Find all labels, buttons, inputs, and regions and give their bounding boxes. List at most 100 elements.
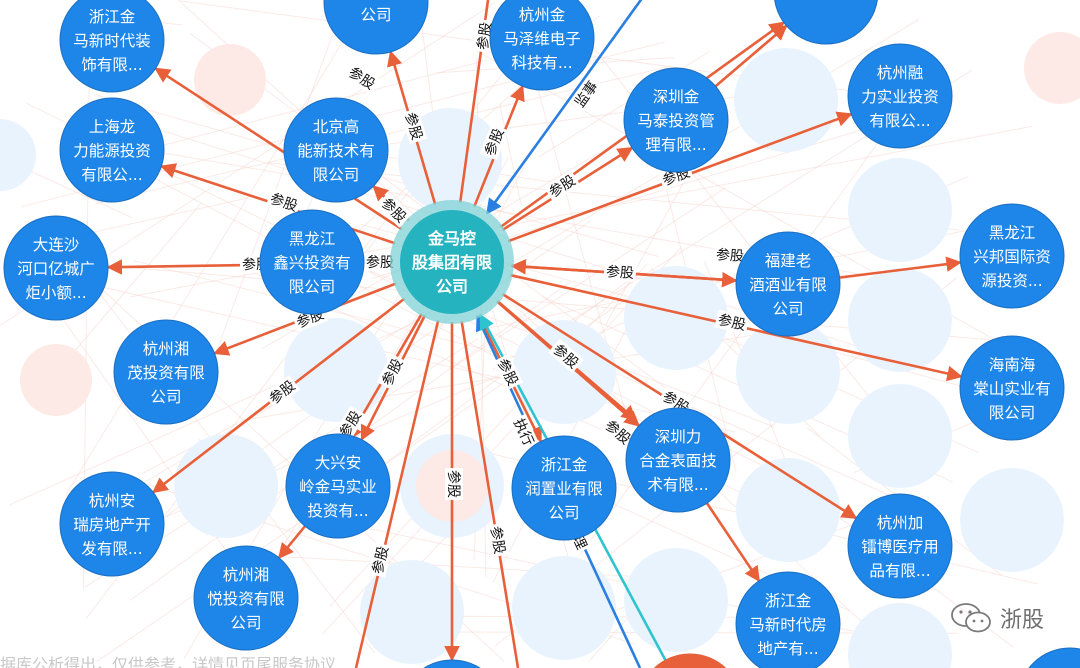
company-name-line: 大兴安 xyxy=(315,454,362,472)
company-name-line: 兴邦国际资 xyxy=(973,248,1051,266)
company-node[interactable]: 杭州融力实业投资有限公... xyxy=(847,43,953,149)
svg-text:参股: 参股 xyxy=(487,525,508,555)
company-name-line: 海南海 xyxy=(989,356,1036,374)
company-node[interactable]: 杭州金马泽维电子科技有... xyxy=(489,0,595,91)
company-node[interactable]: 浙江金马新时代装饰有限... xyxy=(59,0,165,93)
invest-edge xyxy=(839,256,962,279)
company-node[interactable]: 舞食品有限公司 xyxy=(323,0,429,55)
company-name-line: 能新技术有 xyxy=(297,142,375,160)
invest-edge xyxy=(154,67,403,231)
company-name-line: 杭州湘 xyxy=(223,566,270,584)
company-name-line: 限公司 xyxy=(313,166,360,184)
watermark: 浙股 xyxy=(950,602,1044,634)
invest-edge xyxy=(460,321,520,668)
invest-edge xyxy=(278,525,306,560)
edge-label: 监事 xyxy=(569,75,603,113)
company-name-line: 有限公... xyxy=(869,112,930,130)
faded-node xyxy=(848,603,952,668)
company-name-line: 马泰投资管 xyxy=(637,112,715,130)
company-node[interactable]: 有限公... xyxy=(774,0,878,45)
company-name-line: 大连沙 xyxy=(33,236,80,254)
company-name-line: 酒酒业有限 xyxy=(749,276,827,294)
faded-node xyxy=(848,384,952,488)
company-node[interactable]: 大兴安岭金马实业投资有... xyxy=(285,433,391,539)
edge-label: 参股 xyxy=(367,542,393,578)
faded-node xyxy=(624,266,728,370)
company-name-line: 公司 xyxy=(548,504,579,522)
company-name-line: 马新时代装 xyxy=(73,32,151,50)
faded-node xyxy=(624,548,728,652)
faded-node xyxy=(174,434,278,538)
company-node[interactable] xyxy=(1018,647,1080,668)
invest-edge xyxy=(714,24,788,88)
company-name-line: 炬小额... xyxy=(25,284,86,302)
company-name-line: 理有限... xyxy=(645,136,706,154)
svg-text:参股: 参股 xyxy=(369,545,392,576)
company-node[interactable]: 大连沙河口亿城广炬小额... xyxy=(3,215,109,321)
faded-node xyxy=(848,158,952,262)
edge-label: 参股 xyxy=(713,244,747,266)
company-name-line: 公司 xyxy=(360,6,391,24)
faded-node xyxy=(960,468,1064,572)
company-name-line: 北京高 xyxy=(313,118,360,136)
company-name-line: 浙江金 xyxy=(89,8,136,26)
edge-label: 参股 xyxy=(472,18,496,54)
wechat-icon xyxy=(951,603,991,633)
company-name-line: 公司 xyxy=(772,300,803,318)
faded-node xyxy=(284,318,388,422)
company-node[interactable]: 深圳金马泰投资管理有限... xyxy=(623,67,729,173)
svg-text:参股: 参股 xyxy=(366,254,394,271)
company-node[interactable]: 杭州安瑞房地产开发有限... xyxy=(59,471,165,577)
company-node[interactable]: 黑龙江兴邦国际资源投资... xyxy=(959,203,1065,309)
company-name-line: 发有限... xyxy=(81,540,142,558)
company-node[interactable] xyxy=(638,653,742,668)
center-company-name-line: 金马控 xyxy=(427,229,476,248)
company-node[interactable]: 上海龙力能源投资有限公... xyxy=(59,97,165,203)
nodes-layer: 浙江金马新时代装饰有限...舞食品有限公司杭州金马泽维电子科技有...有限公..… xyxy=(3,0,1080,668)
center-company-name-line: 公司 xyxy=(436,277,468,296)
company-node[interactable] xyxy=(400,659,504,668)
company-name-line: 公司 xyxy=(150,388,181,406)
edge-label: 参股 xyxy=(603,261,637,283)
company-name-line: 福建老 xyxy=(765,252,812,270)
company-name-line: 有限公... xyxy=(81,166,142,184)
company-name-line: 悦投资有限 xyxy=(207,590,285,608)
svg-text:参股: 参股 xyxy=(716,311,747,334)
faded-nodes-layer xyxy=(0,32,1080,668)
company-name-line: 河口亿城广 xyxy=(17,260,95,278)
company-node[interactable]: 杭州加镭博医疗用品有限... xyxy=(847,493,953,599)
company-name-line: 浙江金 xyxy=(541,456,588,474)
company-name-line: 岭金马实业 xyxy=(299,478,377,496)
company-name-line: 马泽维电子 xyxy=(503,30,581,48)
company-name-line: 黑龙江 xyxy=(989,224,1036,242)
faded-node xyxy=(1024,32,1080,104)
faded-node xyxy=(0,119,36,191)
company-name-line: 马新时代房 xyxy=(749,616,827,634)
edge-label: 参股 xyxy=(486,522,510,558)
company-node[interactable]: 浙江金马新时代房地产有... xyxy=(735,571,841,668)
company-name-line: 科技有... xyxy=(511,54,572,72)
svg-text:参股: 参股 xyxy=(445,470,462,498)
company-name-line: 地产有... xyxy=(757,640,818,658)
company-name-line: 润置业有限 xyxy=(525,480,603,498)
company-name-line: 浙江金 xyxy=(765,592,812,610)
company-name-line: 力实业投资 xyxy=(861,88,939,106)
company-node[interactable]: 深圳力合金表面技术有限... xyxy=(625,407,731,513)
faded-node xyxy=(736,320,840,424)
company-name-line: 茂投资有限 xyxy=(127,364,205,382)
company-name-line: 力能源投资 xyxy=(73,142,151,160)
company-name-line: 术有限... xyxy=(647,476,708,494)
edge-label: 参股 xyxy=(364,253,396,271)
watermark-text: 浙股 xyxy=(999,608,1044,633)
company-name-line: 上海龙 xyxy=(89,118,136,136)
faded-node xyxy=(360,560,464,664)
